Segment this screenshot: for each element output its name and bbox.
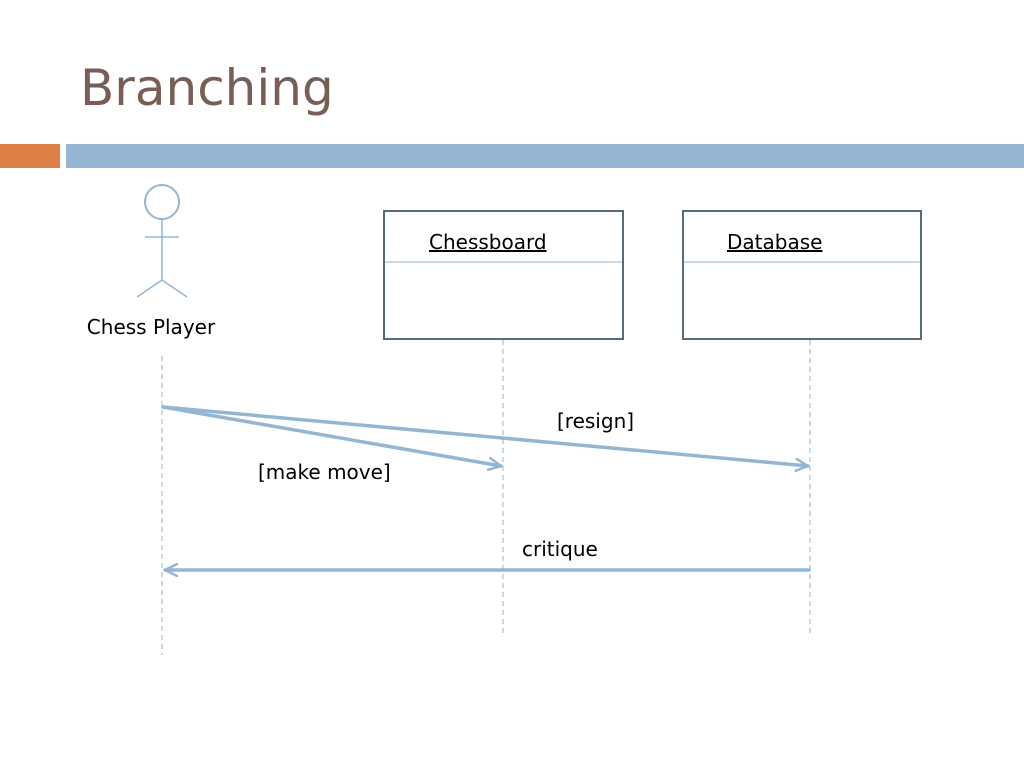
actor-left-leg — [136, 279, 163, 298]
object-label: Database — [727, 230, 822, 254]
slide-title: Branching — [80, 59, 334, 117]
message-label: critique — [522, 537, 598, 561]
object-box — [682, 210, 922, 340]
message-label: [resign] — [557, 409, 634, 433]
actor-right-leg — [161, 279, 188, 298]
message-make-move: [make move] — [161, 405, 503, 484]
message-arrow — [161, 405, 810, 466]
title-accent-orange-bar — [0, 144, 60, 168]
object-chessboard: Chessboard — [383, 210, 624, 340]
message-resign: [resign] — [161, 405, 810, 466]
message-label: [make move] — [258, 460, 391, 484]
object-box — [383, 210, 624, 340]
actor-chess-player: Chess Player — [87, 184, 216, 339]
message-arrow — [161, 405, 503, 466]
title-accent-blue-bar — [66, 144, 1024, 168]
message-critique: critique — [163, 537, 811, 570]
object-database: Database — [682, 210, 922, 340]
actor-head — [144, 184, 180, 220]
actor-label: Chess Player — [87, 315, 216, 339]
object-label: Chessboard — [429, 230, 547, 254]
